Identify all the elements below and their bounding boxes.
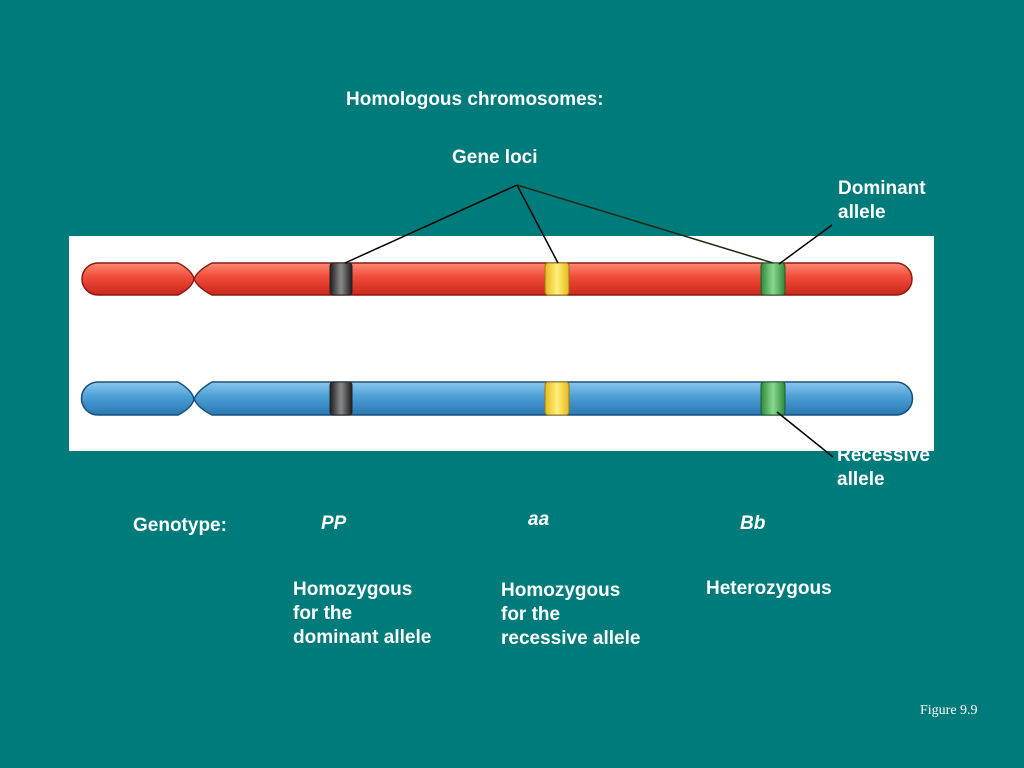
dominant-allele-label: Dominant allele	[838, 178, 926, 223]
locus-a-band-bottom	[544, 381, 570, 416]
gene-loci-line-a	[516, 184, 559, 264]
chromosome-bottom-short-arm	[80, 381, 195, 416]
genotype-symbol-pp: PP	[321, 513, 347, 534]
genotype-description-aa: Homozygous for the recessive allele	[501, 580, 641, 649]
gene-loci-line-b	[516, 184, 774, 264]
locus-b-band-bottom	[760, 381, 786, 416]
locus-a-band-top	[544, 262, 570, 296]
recessive-allele-line	[776, 411, 834, 458]
genotype-label: Genotype:	[133, 515, 227, 536]
chromosome-top	[81, 262, 913, 296]
locus-p-band-bottom	[329, 381, 353, 416]
locus-b-band-top	[760, 262, 786, 296]
genotype-symbol-aa: aa	[528, 509, 550, 530]
genotype-description-pp: Homozygous for the dominant allele	[293, 579, 432, 648]
recessive-allele-label: Recessive allele	[837, 445, 930, 490]
chromosome-top-short-arm	[81, 262, 195, 296]
genotype-description-bb: Heterozygous	[706, 578, 832, 599]
figure-number: Figure 9.9	[920, 703, 978, 718]
chromosome-bottom	[80, 381, 914, 416]
genotype-symbol-bb: Bb	[740, 513, 766, 534]
dominant-allele-line	[778, 224, 833, 265]
locus-p-band-top	[329, 262, 353, 296]
gene-loci-label: Gene loci	[452, 147, 538, 168]
diagram-title: Homologous chromosomes:	[346, 89, 604, 110]
gene-loci-line-p	[344, 184, 518, 264]
